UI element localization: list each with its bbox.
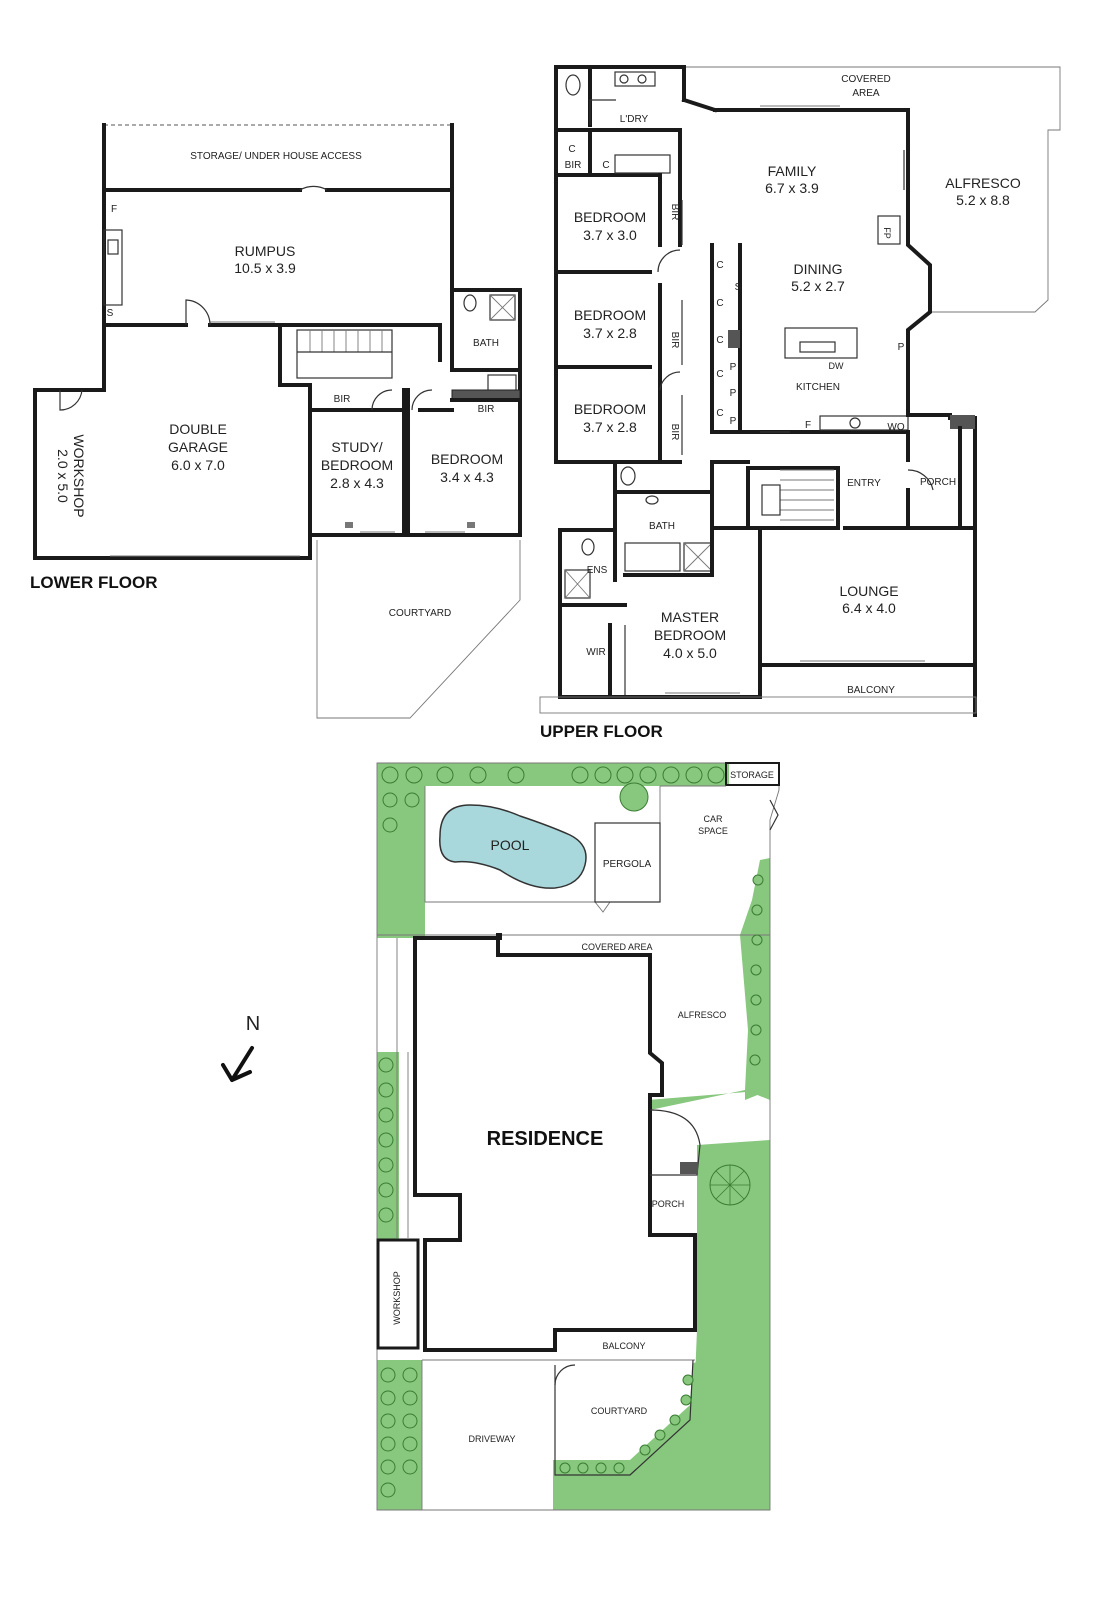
- laundry-label: L'DRY: [620, 114, 649, 125]
- pool-label: POOL: [491, 837, 530, 853]
- driveway-label: DRIVEWAY: [468, 1434, 515, 1444]
- lower-courtyard-label: COURTYARD: [389, 608, 451, 619]
- study-label-2: BEDROOM: [321, 457, 393, 473]
- workshop-size: 2.0 x 5.0: [55, 449, 71, 503]
- dining-label: DINING: [794, 261, 843, 277]
- study-label-1: STUDY/: [331, 439, 382, 455]
- bedroom-2-label: BEDROOM: [574, 307, 646, 323]
- lower-s-label: S: [107, 308, 114, 319]
- upper-s-label: S: [735, 282, 742, 293]
- pantry-p-4: P: [898, 342, 905, 353]
- cupboard-c-3: C: [716, 260, 723, 271]
- lower-bir-label-2: BIR: [478, 404, 495, 415]
- site-storage-label: STORAGE: [730, 770, 774, 780]
- site-plan: STORAGE CAR SPACE POOL PERGOLA COVERED A…: [221, 762, 780, 1511]
- site-courtyard-label: COURTYARD: [591, 1406, 648, 1416]
- family-size: 6.7 x 3.9: [765, 180, 819, 196]
- site-covered-area-label: COVERED AREA: [581, 942, 652, 952]
- upper-bath-label: BATH: [649, 521, 675, 532]
- car-space-label-2: SPACE: [698, 826, 728, 836]
- north-label: N: [246, 1013, 260, 1035]
- bir-laundry: BIR: [565, 160, 582, 171]
- dishwasher-label: DW: [829, 361, 844, 371]
- cupboard-c-5: C: [716, 335, 723, 346]
- walk-in-label: WO: [887, 422, 904, 433]
- master-size: 4.0 x 5.0: [663, 645, 717, 661]
- pantry-p-3: P: [730, 416, 737, 427]
- rumpus-label: RUMPUS: [235, 243, 296, 259]
- lower-floor: STORAGE/ UNDER HOUSE ACCESS RUMPUS 10.5 …: [33, 123, 522, 719]
- lower-f-label: F: [111, 204, 117, 215]
- bedroom-2-size: 3.7 x 2.8: [583, 325, 637, 341]
- master-label-2: BEDROOM: [654, 627, 726, 643]
- lower-bath-label: BATH: [473, 338, 499, 349]
- upper-porch-label: PORCH: [920, 477, 956, 488]
- pergola-label: PERGOLA: [603, 859, 652, 870]
- study-size: 2.8 x 4.3: [330, 475, 384, 491]
- site-alfresco-label: ALFRESCO: [678, 1010, 727, 1020]
- storage-label: STORAGE/ UNDER HOUSE ACCESS: [190, 151, 362, 162]
- lower-bedroom-size: 3.4 x 4.3: [440, 469, 494, 485]
- family-label: FAMILY: [768, 163, 817, 179]
- upper-floor-title: UPPER FLOOR: [540, 722, 663, 741]
- workshop-label: WORKSHOP: [71, 434, 87, 517]
- cupboard-c-2: C: [602, 160, 609, 171]
- ensuite-label: ENS: [587, 565, 608, 576]
- pantry-p-2: P: [730, 388, 737, 399]
- kitchen-label: KITCHEN: [796, 382, 840, 393]
- residence-label: RESIDENCE: [487, 1128, 604, 1150]
- bedroom-3-size: 3.7 x 2.8: [583, 419, 637, 435]
- cupboard-c-6: C: [716, 369, 723, 380]
- master-label-1: MASTER: [661, 609, 719, 625]
- upper-alfresco-label: ALFRESCO: [945, 175, 1021, 191]
- bir-upper-3: BIR: [669, 424, 680, 441]
- covered-area-label-2: AREA: [852, 88, 880, 99]
- cupboard-c-1: C: [568, 144, 575, 155]
- site-porch-label: PORCH: [652, 1199, 685, 1209]
- garage-size: 6.0 x 7.0: [171, 457, 225, 473]
- lower-floor-title: LOWER FLOOR: [30, 573, 157, 592]
- car-space-label-1: CAR: [703, 814, 723, 824]
- site-workshop-label: WORKSHOP: [392, 1271, 402, 1325]
- fireplace-label: FP: [882, 227, 892, 239]
- bir-upper-1: BIR: [669, 204, 680, 221]
- lounge-label: LOUNGE: [839, 583, 898, 599]
- upper-f-label: F: [805, 420, 811, 431]
- upper-balcony-label: BALCONY: [847, 685, 895, 696]
- cupboard-c-4: C: [716, 298, 723, 309]
- rumpus-size: 10.5 x 3.9: [234, 260, 296, 276]
- pantry-p-1: P: [730, 362, 737, 373]
- lower-bir-label-1: BIR: [334, 394, 351, 405]
- entry-label: ENTRY: [847, 478, 881, 489]
- lounge-size: 6.4 x 4.0: [842, 600, 896, 616]
- site-balcony-label: BALCONY: [602, 1341, 645, 1351]
- covered-area-label-1: COVERED: [841, 74, 890, 85]
- upper-alfresco-size: 5.2 x 8.8: [956, 192, 1010, 208]
- bedroom-1-label: BEDROOM: [574, 209, 646, 225]
- bir-upper-2: BIR: [669, 332, 680, 349]
- wir-label: WIR: [586, 647, 605, 658]
- upper-floor: COVERED AREA L'DRY FAMILY 6.7 x 3.9 ALFR…: [539, 65, 1061, 717]
- lower-bedroom-label: BEDROOM: [431, 451, 503, 467]
- bedroom-3-label: BEDROOM: [574, 401, 646, 417]
- cupboard-c-7: C: [716, 408, 723, 419]
- dining-size: 5.2 x 2.7: [791, 278, 845, 294]
- garage-label-2: GARAGE: [168, 439, 228, 455]
- north-arrow-icon: [221, 1046, 254, 1082]
- bedroom-1-size: 3.7 x 3.0: [583, 227, 637, 243]
- garage-label-1: DOUBLE: [169, 421, 227, 437]
